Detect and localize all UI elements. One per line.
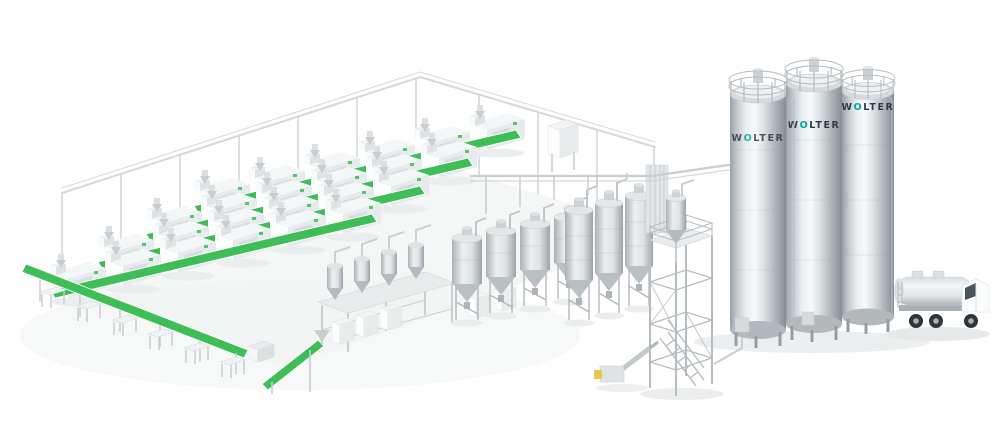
tank-hatch	[932, 270, 945, 279]
drying-hopper-tall	[593, 178, 628, 321]
tower-vessel	[665, 179, 695, 262]
silo-brand-label: WOLTER	[788, 120, 841, 131]
tower-stairs	[659, 319, 705, 387]
silo-1: WOLTER	[728, 68, 788, 348]
collection-conveyor	[21, 263, 249, 359]
hall-floor-shadow	[20, 280, 580, 390]
control-cabinet	[355, 310, 379, 338]
drying-hopper-tall	[563, 185, 598, 328]
silo-legs	[790, 326, 838, 342]
silo-legs	[846, 319, 890, 334]
silo-base-units	[734, 311, 815, 333]
truck-tank	[895, 276, 973, 306]
silo-vent	[863, 68, 873, 80]
machine-grid	[49, 105, 525, 307]
granulator-box	[247, 340, 275, 363]
collection-line	[21, 263, 330, 394]
tank-hatch	[911, 270, 924, 279]
silo-ladder	[787, 98, 795, 320]
silo-brand-label: WOLTER	[732, 133, 785, 144]
cyclone-vessel	[354, 238, 378, 293]
screw-feeder	[594, 340, 659, 392]
control-cabinet	[379, 303, 403, 331]
truck-chassis	[899, 305, 979, 311]
silo-downpipe	[884, 91, 893, 315]
truck-cab	[961, 278, 990, 313]
cyclone-vessel	[381, 231, 405, 286]
control-cabinet	[331, 317, 355, 345]
silo-2: WOLTER	[784, 57, 844, 342]
cyclone-vessel	[408, 224, 432, 279]
silo-legs	[734, 332, 782, 348]
silo-brand-label: WOLTER	[842, 102, 895, 113]
takeoff-conveyor-belt	[49, 213, 378, 299]
support-tower	[640, 179, 743, 400]
tanker-truck	[886, 270, 990, 341]
rooftop-filter-unit	[547, 119, 579, 172]
cab-window	[965, 283, 976, 300]
cyclone-vessel	[327, 246, 351, 300]
silo-3: WOLTER	[840, 66, 896, 334]
material-header-pipes	[470, 161, 743, 214]
feeder-motor	[594, 370, 602, 379]
tank-rear-ladder	[897, 282, 903, 308]
